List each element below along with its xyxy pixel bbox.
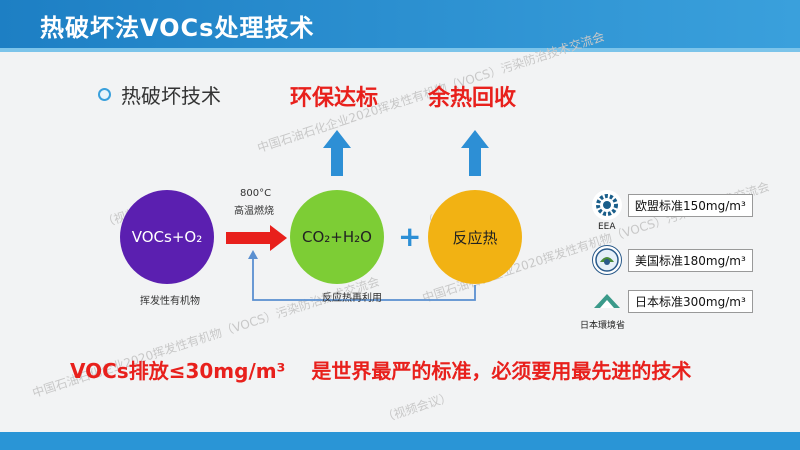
up-arrow-icon [461, 130, 489, 176]
eea-caption: EEA [598, 222, 616, 232]
header-stripe [0, 48, 800, 52]
heat-circle: 反应热 [428, 190, 522, 284]
standard-eu: 欧盟标准150mg/m³ [592, 190, 753, 220]
bullet-circle-icon [98, 88, 111, 101]
plus-sign: + [398, 220, 422, 253]
input-caption: 挥发性有机物 [140, 296, 200, 307]
goal-heat-recovery: 余热回收 [428, 86, 517, 111]
goal-environmental-compliance: 环保达标 [290, 86, 379, 111]
bullet-item: 热破坏技术 [98, 80, 221, 109]
product-circle-label: CO₂+H₂O [302, 228, 372, 246]
product-circle: CO₂+H₂O [290, 190, 384, 284]
slide-title: 热破坏法VOCs处理技术 [40, 14, 315, 42]
heat-circle-label: 反应热 [452, 228, 498, 247]
condition-temperature: 800°C [240, 188, 272, 199]
standard-jp-text: 日本标准300mg/m³ [628, 289, 753, 313]
standard-us-text: 美国标准180mg/m³ [628, 248, 753, 272]
bullet-text: 热破坏技术 [121, 84, 221, 108]
up-arrow-icon [323, 130, 351, 176]
reaction-arrow-icon [226, 225, 287, 251]
condition-name: 高温燃烧 [234, 206, 274, 217]
standard-eu-text: 欧盟标准150mg/m³ [628, 193, 753, 217]
standard-us: 美国标准180mg/m³ [592, 245, 753, 275]
recycle-label: 反应热再利用 [322, 293, 382, 304]
japan-moe-caption: 日本環境省 [580, 321, 626, 331]
conclusion-part-b: 是世界最严的标准，必须要用最先进的技术 [311, 359, 692, 383]
eea-logo-icon [592, 190, 622, 220]
footer-bar [0, 432, 800, 450]
header-bar [0, 0, 800, 48]
japan-moe-logo-icon [592, 286, 622, 316]
standard-jp: 日本标准300mg/m³ [592, 286, 753, 316]
input-circle: VOCs+O₂ [120, 190, 214, 284]
recycle-arrow-icon [248, 250, 476, 301]
conclusion-part-a: VOCs排放≤30mg/m³ [70, 359, 286, 383]
conclusion-text: VOCs排放≤30mg/m³ 是世界最严的标准，必须要用最先进的技术 [70, 355, 691, 384]
input-circle-label: VOCs+O₂ [131, 228, 203, 246]
epa-logo-icon [592, 245, 622, 275]
